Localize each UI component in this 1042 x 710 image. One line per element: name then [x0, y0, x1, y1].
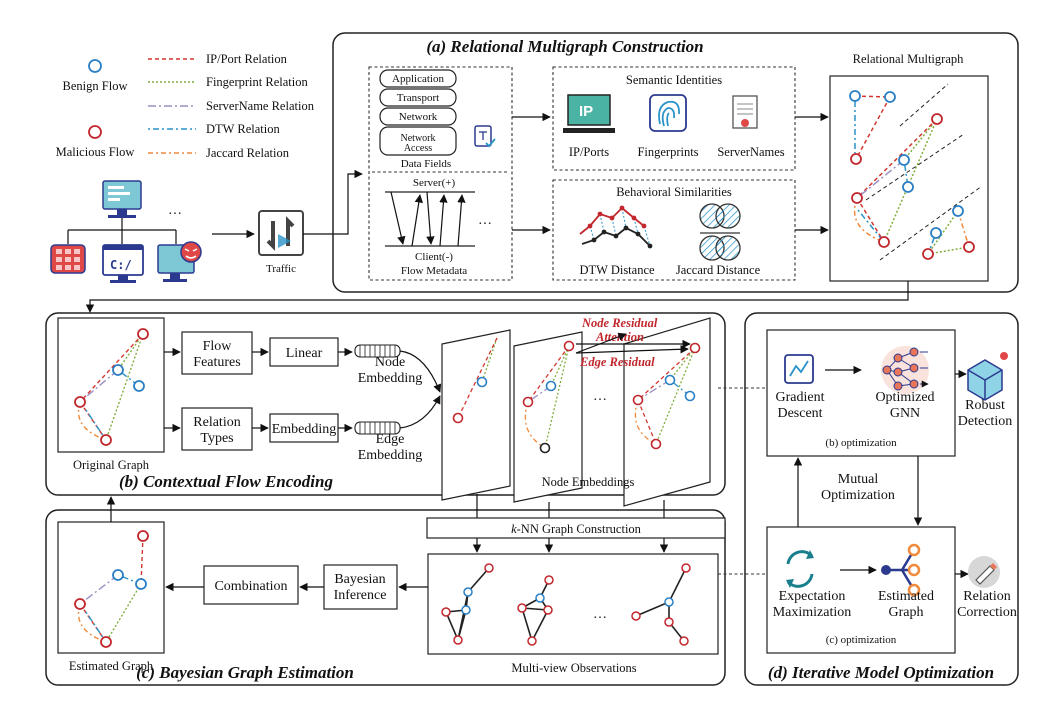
panel-d: (d) Iterative Model Optimization Gradien… — [718, 312, 1019, 686]
legend: Benign Flow Malicious Flow IP/Port Relat… — [56, 52, 315, 160]
multiview-graph-1 — [441, 563, 494, 645]
embedding-label: Embedding — [272, 422, 337, 437]
multiview-graph-n — [631, 563, 691, 646]
original-graph-label: Original Graph — [73, 458, 150, 472]
panel-a-title: (a) Relational Multigraph Construction — [426, 37, 703, 56]
gnn-layer-n — [623, 317, 711, 507]
gnn-layer-2 — [513, 331, 583, 503]
linear-label: Linear — [286, 346, 323, 361]
dtw-chart-icon — [579, 205, 653, 249]
behavioral-dtw: DTW Distance — [579, 263, 655, 277]
b-optimization-label: (b) optimization — [825, 437, 897, 449]
c-optimization-label: (c) optimization — [826, 634, 897, 646]
semantic-ip-ports: IP/Ports — [569, 145, 609, 159]
legend-ipport-label: IP/Port Relation — [206, 52, 288, 66]
certificate-icon — [732, 95, 758, 129]
malicious-node-icon — [88, 125, 102, 139]
data-field-application: Application — [392, 73, 444, 85]
legend-malicious-label: Malicious Flow — [56, 145, 135, 159]
hosts-ellipsis: … — [168, 203, 182, 218]
estimated-graph-drawing — [74, 530, 149, 648]
ip-ports-icon: IP — [563, 94, 615, 133]
ip-badge-text: IP — [579, 103, 593, 120]
estimated-graph-icon — [881, 543, 921, 597]
server-label: Server(+) — [413, 177, 456, 189]
data-fields-caption: Data Fields — [401, 158, 451, 170]
residual-attention-annotation: Node Residual Attention Edge Residual — [575, 316, 691, 369]
node-embeddings-label: Node Embeddings — [542, 475, 635, 489]
estimated-graph-label: Estimated Graph — [69, 659, 154, 673]
legend-jaccard-label: Jaccard Relation — [206, 146, 290, 160]
multiview-label: Multi-view Observations — [511, 661, 636, 675]
layer-ellipsis: … — [593, 389, 607, 404]
traffic-label: Traffic — [266, 263, 296, 275]
multigraph-title: Relational Multigraph — [853, 52, 964, 66]
data-field-transport: Transport — [397, 92, 439, 104]
node-residual-label: Node Residual — [581, 316, 658, 330]
terminal-icon: C:/ — [102, 244, 144, 283]
multigraph-drawing — [849, 83, 983, 261]
combination-label: Combination — [214, 579, 287, 594]
panel-b-title: (b) Contextual Flow Encoding — [119, 472, 333, 491]
jaccard-venn-icon — [699, 203, 741, 261]
flow-metadata-caption: Flow Metadata — [401, 265, 467, 277]
server-monitor-icon — [102, 180, 142, 218]
semantic-title: Semantic Identities — [626, 73, 722, 87]
multiview-graph-2 — [517, 575, 554, 646]
gnn-network-icon — [881, 346, 929, 394]
gradient-descent-icon — [784, 354, 814, 384]
behavioral-jaccard: Jaccard Distance — [676, 263, 761, 277]
flow-ellipsis: … — [478, 213, 492, 228]
panel-c: (c) Bayesian Graph Estimation k-NN Graph… — [45, 494, 726, 686]
document-check-icon — [474, 125, 496, 148]
terminal-text: C:/ — [110, 258, 132, 272]
legend-dtw-label: DTW Relation — [206, 122, 280, 136]
client-label: Client(-) — [415, 251, 453, 263]
panel-d-title: (d) Iterative Model Optimization — [768, 663, 994, 682]
original-graph-drawing — [74, 328, 149, 446]
legend-servername-label: ServerName Relation — [206, 99, 315, 113]
knn-label: k-NN Graph Construction — [511, 522, 642, 536]
traffic-icon — [258, 210, 304, 256]
panel-c-title: (c) Bayesian Graph Estimation — [136, 663, 354, 682]
robust-detection-cube-icon — [967, 352, 1008, 401]
data-field-network: Network — [399, 111, 438, 123]
flow-metadata: Server(+) … Client(-) Flow Metadata — [385, 177, 492, 277]
panel-a: (a) Relational Multigraph Construction A… — [85, 32, 1019, 313]
panel-b: (b) Contextual Flow Encoding Original Gr… — [45, 312, 726, 507]
expectation-maximization-icon — [786, 550, 814, 588]
benign-node-icon — [88, 59, 102, 73]
legend-fingerprint-label: Fingerprint Relation — [206, 75, 308, 89]
behavioral-title: Behavioral Similarities — [616, 185, 732, 199]
hosts-group: … C:/ — [50, 169, 363, 283]
edge-residual-label: Edge Residual — [579, 355, 655, 369]
compromised-host-icon — [157, 241, 202, 282]
gnn-layer-1 — [441, 329, 511, 501]
multiview-ellipsis: … — [593, 607, 607, 622]
relation-correction-icon — [968, 556, 1000, 588]
legend-benign-label: Benign Flow — [63, 79, 128, 93]
semantic-fingerprints: Fingerprints — [637, 145, 698, 159]
host-grid-icon — [50, 244, 86, 274]
semantic-servernames: ServerNames — [717, 145, 784, 159]
fingerprint-icon — [649, 94, 687, 132]
